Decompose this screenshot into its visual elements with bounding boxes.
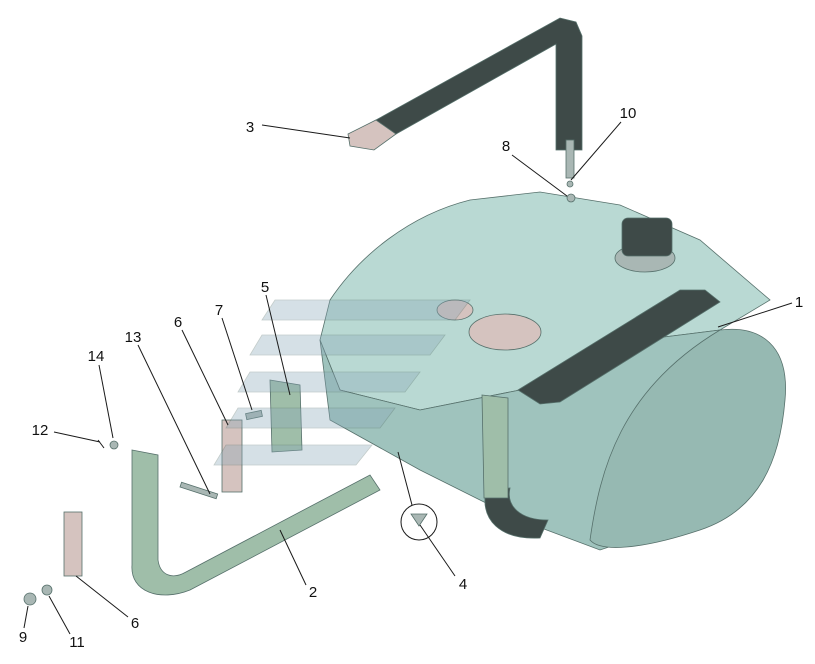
callout-labels: 1 2 3 4 5 6 6 7 8 9 10 11 12 13 14 — [19, 105, 803, 651]
bolt-part-13 — [179, 481, 219, 500]
washer-part-10 — [566, 180, 574, 188]
upper-strap-bolt — [565, 139, 575, 179]
leader-4b — [397, 451, 413, 506]
washer-part-14 — [109, 440, 119, 450]
leader-13 — [137, 344, 211, 495]
leader-3 — [261, 124, 351, 139]
bolt-part-7 — [245, 409, 263, 421]
callout-7: 7 — [215, 302, 223, 319]
pin-part-12 — [97, 439, 105, 449]
leader-6b — [75, 575, 129, 618]
callout-6b: 6 — [131, 615, 139, 632]
leader-9 — [23, 605, 29, 629]
washer-part-11 — [41, 584, 53, 596]
drain-cover — [436, 299, 474, 321]
lower-bracket-part-2 — [131, 379, 509, 596]
detail-circle-part-4 — [400, 503, 438, 541]
callout-5: 5 — [261, 279, 269, 296]
filler-cap — [621, 217, 673, 257]
callout-8: 8 — [502, 138, 510, 155]
lower-bracket-body — [131, 449, 381, 596]
callout-9: 9 — [19, 629, 27, 646]
callout-4: 4 — [459, 576, 467, 593]
leader-14 — [98, 364, 114, 439]
callout-6a: 6 — [174, 314, 182, 331]
lower-bracket-upright-right — [481, 394, 509, 499]
tank-strap-right — [517, 289, 721, 405]
watermark-stripe-5 — [213, 444, 373, 466]
plate-part-6-upper — [221, 419, 243, 493]
leader-lines — [23, 121, 793, 635]
lower-bracket-upright-left — [269, 379, 303, 453]
leader-8 — [511, 154, 568, 197]
fuel-sender-plate — [468, 313, 542, 351]
watermark-stripe-4 — [225, 407, 396, 429]
tank-end-face — [589, 328, 786, 548]
upper-strap-end-tab — [347, 119, 397, 151]
leader-6a — [181, 329, 229, 426]
leader-2 — [279, 529, 307, 586]
callout-13: 13 — [125, 329, 142, 346]
washer-part-8 — [566, 193, 576, 203]
watermark-logo — [213, 299, 471, 466]
fuel-tank-part-1 — [319, 191, 786, 551]
callout-1: 1 — [795, 294, 803, 311]
small-parts — [23, 180, 576, 606]
upper-strap-part-3 — [347, 17, 583, 179]
nut-part-9 — [23, 592, 37, 606]
callout-11: 11 — [69, 634, 85, 651]
tank-strap-bottom-right — [484, 487, 549, 539]
leader-12 — [53, 431, 101, 443]
watermark-stripe-1 — [261, 299, 471, 321]
callout-3: 3 — [246, 119, 254, 136]
leader-4 — [419, 524, 456, 577]
plate-part-6-lower — [63, 511, 83, 577]
leader-11 — [48, 595, 71, 635]
callout-12: 12 — [32, 422, 49, 439]
callout-2: 2 — [309, 584, 317, 601]
watermark-stripe-3 — [237, 371, 421, 393]
drain-plug-part-4 — [410, 513, 428, 527]
leader-10 — [570, 121, 622, 181]
callout-10: 10 — [620, 105, 637, 122]
watermark-stripe-2 — [249, 334, 446, 356]
leader-1 — [717, 302, 793, 328]
callout-14: 14 — [88, 348, 105, 365]
leader-7 — [221, 317, 253, 411]
leader-5 — [265, 294, 291, 396]
